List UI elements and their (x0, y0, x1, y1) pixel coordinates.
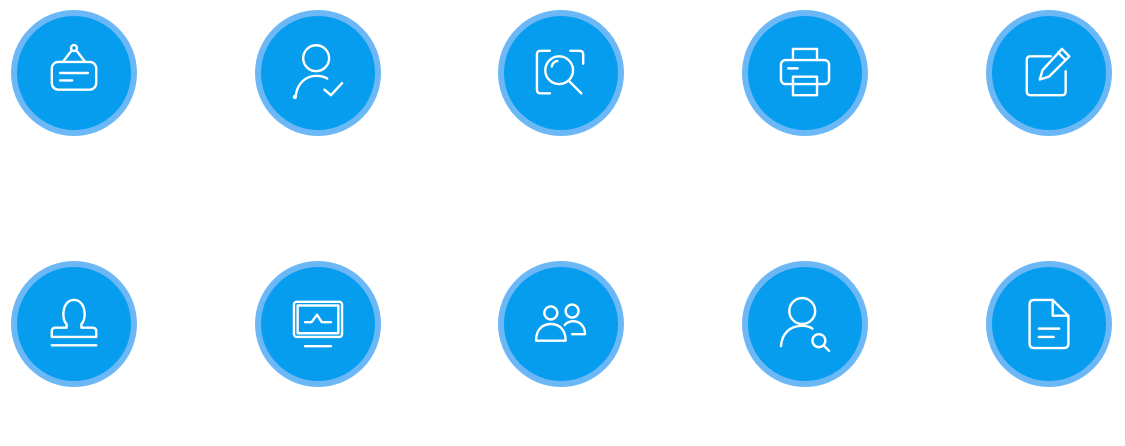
edit-note-button[interactable] (986, 10, 1112, 136)
monitor-chart-icon (292, 300, 344, 348)
document-icon (1028, 298, 1070, 350)
user-check-button[interactable] (255, 10, 381, 136)
document-button[interactable] (986, 261, 1112, 387)
stamp-icon (50, 298, 98, 347)
scan-search-icon (535, 49, 585, 95)
printer-icon (779, 47, 831, 97)
monitor-chart-button[interactable] (255, 261, 381, 387)
stamp-button[interactable] (11, 261, 137, 387)
printer-button[interactable] (742, 10, 868, 136)
users-group-icon (534, 303, 587, 342)
scan-search-button[interactable] (498, 10, 624, 136)
users-group-button[interactable] (498, 261, 624, 387)
user-check-icon (292, 44, 344, 100)
edit-note-icon (1025, 47, 1071, 97)
user-search-button[interactable] (742, 261, 868, 387)
user-search-icon (779, 296, 831, 353)
hanging-sign-icon (50, 43, 98, 91)
hanging-sign-button[interactable] (11, 10, 137, 136)
